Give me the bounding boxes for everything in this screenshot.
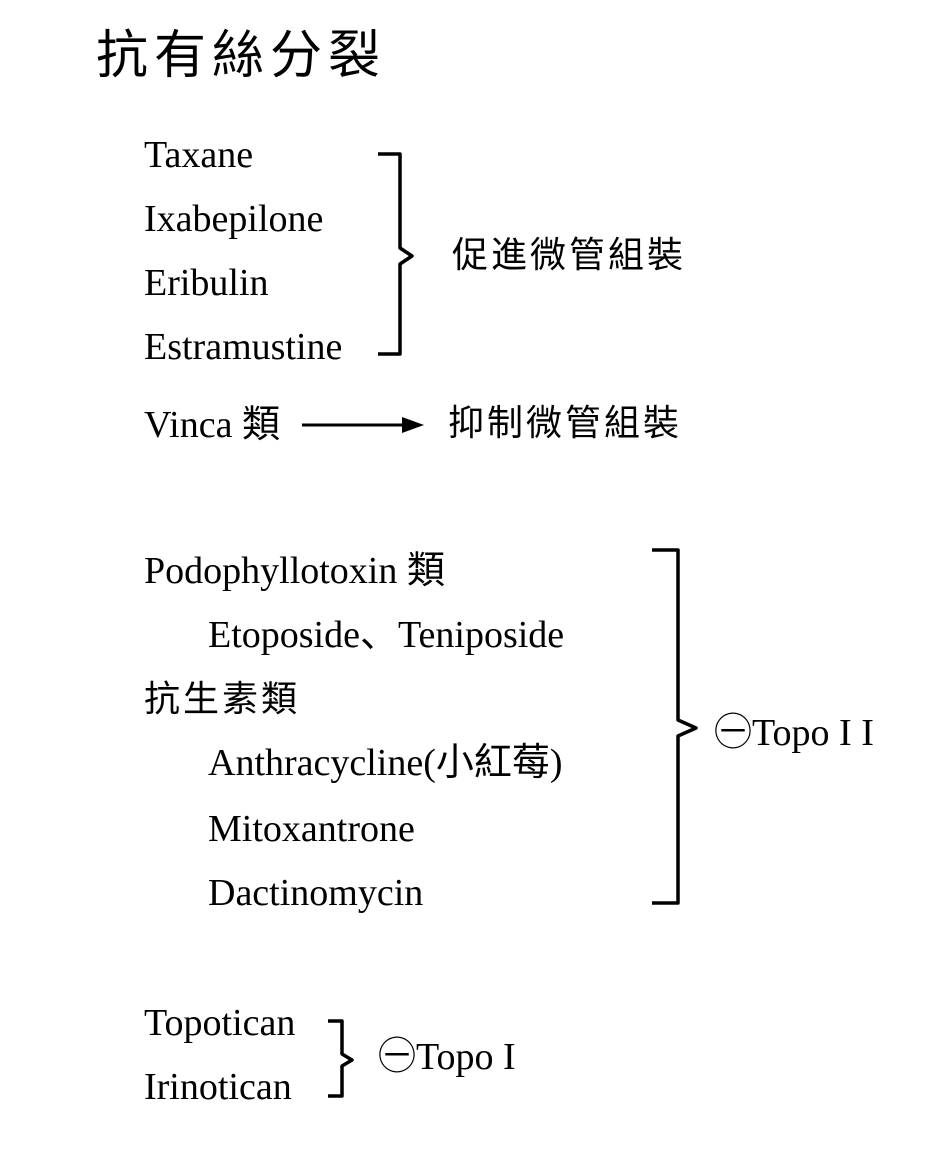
drug-ixabepilone: Ixabepilone xyxy=(144,198,324,240)
drug-taxane: Taxane xyxy=(144,134,254,176)
drug-dactinomycin: Dactinomycin xyxy=(208,872,424,914)
drug-etoposide-teniposide: Etoposide、Teniposide xyxy=(208,614,565,656)
effect-inhibit-topo2: ㊀Topo I I xyxy=(714,712,874,754)
effect-inhibit-topo1: ㊀Topo I xyxy=(378,1036,516,1078)
brace-topo1 xyxy=(328,1019,354,1098)
drug-estramustine: Estramustine xyxy=(144,326,343,368)
page-title: 抗有絲分裂 xyxy=(96,26,387,86)
drug-topotican: Topotican xyxy=(144,1002,296,1044)
drug-eribulin: Eribulin xyxy=(144,262,269,304)
drug-irinotican: Irinotican xyxy=(144,1066,292,1108)
effect-promote-assembly: 促進微管組裝 xyxy=(452,235,687,276)
brace-microtubule-promoters xyxy=(378,152,414,356)
drug-anthracycline: Anthracycline(小紅莓) xyxy=(208,742,563,784)
drug-vinca: Vinca 類 xyxy=(144,404,280,446)
vinca-arrowhead xyxy=(402,417,424,433)
class-antibiotics: 抗生素類 xyxy=(144,679,301,720)
class-podophyllotoxin: Podophyllotoxin 類 xyxy=(144,550,445,592)
brace-topo2 xyxy=(652,548,698,905)
drug-mitoxantrone: Mitoxantrone xyxy=(208,808,415,850)
effect-inhibit-assembly: 抑制微管組裝 xyxy=(448,403,683,444)
